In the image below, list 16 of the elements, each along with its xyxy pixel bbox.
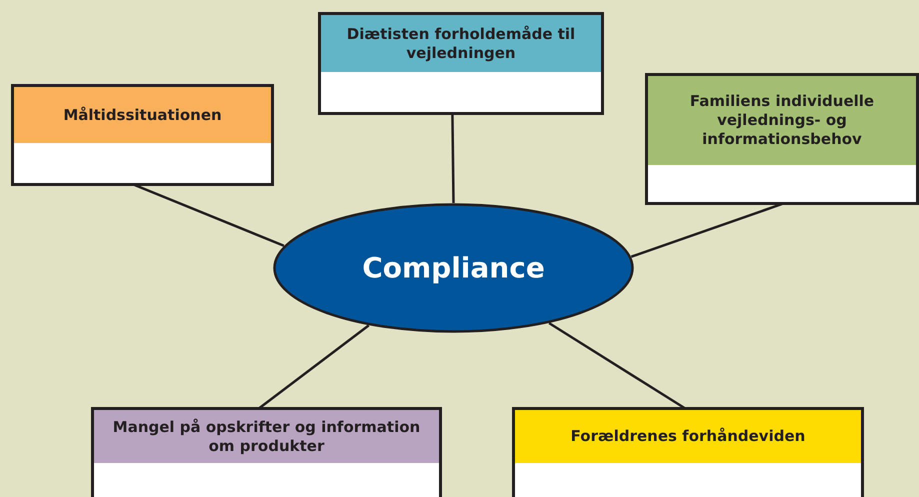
connector-line	[630, 202, 782, 258]
connector-line	[451, 114, 455, 204]
topic-box	[11, 84, 274, 186]
connector-line	[258, 324, 370, 409]
box-heading: Diætisten forholdemåde til vejledningen	[346, 24, 576, 62]
topic-box	[318, 12, 604, 115]
box-heading: Måltidssituationen	[62, 106, 223, 124]
box-heading: Mangel på opskrifter og information om produkter	[112, 418, 422, 456]
topic-box	[512, 407, 864, 497]
topic-box	[645, 73, 919, 205]
connector-line	[548, 322, 686, 410]
topic-box	[91, 407, 442, 497]
box-heading: Familiens individuelle vejlednings- og informationsbehov	[688, 92, 876, 149]
box-heading: Forældrenes forhåndeviden	[570, 427, 806, 446]
connector-line	[134, 184, 284, 247]
node-label: Compliance	[361, 252, 546, 284]
